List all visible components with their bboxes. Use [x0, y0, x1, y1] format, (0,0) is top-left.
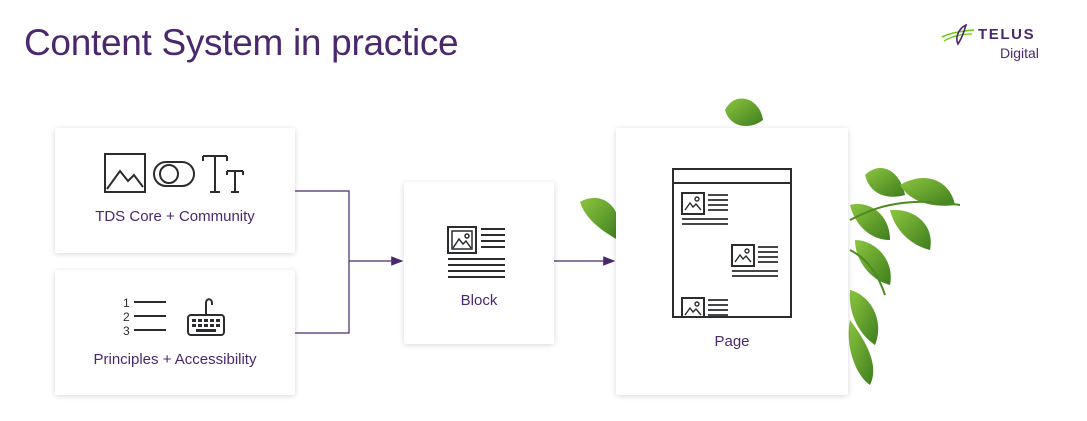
svg-text:2: 2 [123, 310, 130, 324]
node-page-label: Page [714, 333, 750, 350]
typography-icon [202, 155, 244, 193]
node-core: TDS Core + Community [55, 128, 295, 253]
telus-digital-logo: TELUS Digital [940, 22, 1050, 66]
content-block-icon [447, 226, 505, 278]
logo-brand: TELUS [978, 26, 1036, 43]
page-layout-icon [672, 168, 792, 318]
node-principles-label: Principles + Accessibility [93, 351, 257, 368]
image-icon [104, 153, 146, 193]
keyboard-icon [187, 298, 225, 336]
svg-text:1: 1 [123, 296, 130, 310]
edge-core-to-block [295, 190, 350, 261]
telus-leaf-icon [941, 24, 975, 46]
edge-principles-to-block [295, 261, 350, 334]
toggle-icon [153, 161, 195, 187]
numbered-list-icon: 1 2 3 [123, 296, 166, 336]
node-page: Page [616, 128, 848, 395]
node-block-label: Block [460, 292, 498, 309]
node-core-label: TDS Core + Community [95, 208, 255, 225]
leaves-decoration [580, 98, 961, 385]
logo-sub: Digital [1000, 45, 1039, 61]
svg-text:3: 3 [123, 324, 130, 336]
node-principles: 1 2 3 Principles + Accessibility [55, 270, 295, 395]
page-title: Content System in practice [24, 22, 459, 63]
node-block: Block [404, 182, 554, 344]
